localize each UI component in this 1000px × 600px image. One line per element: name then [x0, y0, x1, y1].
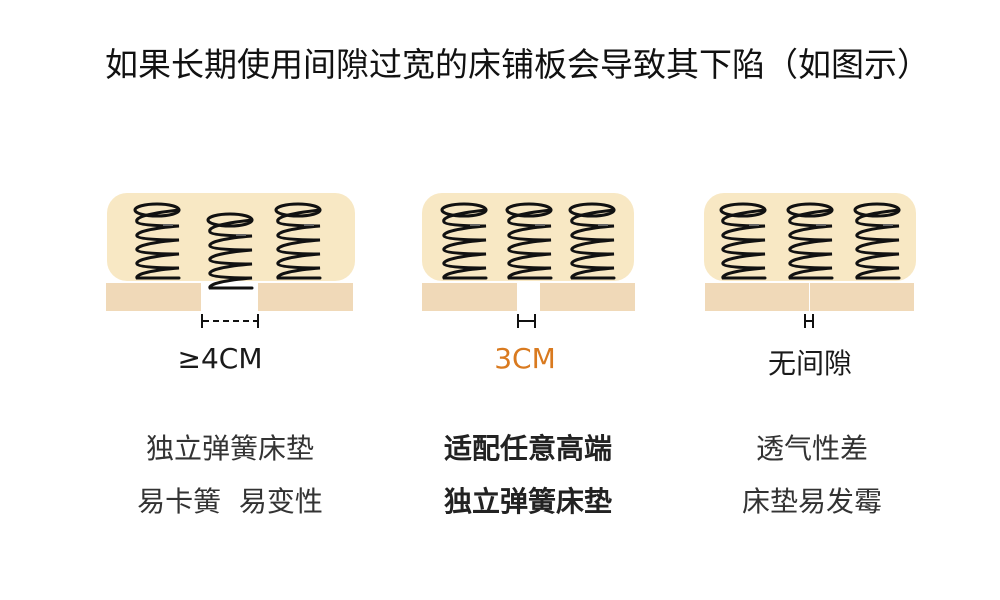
- panel-wide-gap: ≥4CM 独立弹簧床垫 易卡簧 易变性: [100, 190, 360, 530]
- desc-line-2: 易卡簧 易变性: [137, 485, 323, 518]
- panel-3cm-gap: 3CM 适配任意高端 独立弹簧床垫: [415, 190, 645, 530]
- spring-sagging-icon: [206, 212, 254, 290]
- spring-icon: [505, 202, 553, 280]
- desc-line-1: 透气性差: [755, 432, 868, 465]
- bed-slat-left: [705, 283, 809, 311]
- bed-slat-left: [422, 283, 517, 311]
- spring-icon: [719, 202, 767, 280]
- panel-description: 独立弹簧床垫 易卡簧 易变性: [100, 422, 360, 528]
- spring-icon: [440, 202, 488, 280]
- gap-label: 3CM: [494, 342, 556, 375]
- gap-label: ≥4CM: [177, 342, 263, 375]
- desc-line-2: 独立弹簧床垫: [443, 485, 612, 518]
- gap-dimension-icon: [517, 314, 536, 328]
- spring-icon: [274, 202, 322, 280]
- bed-slat-right: [258, 283, 353, 311]
- bed-slat-right: [540, 283, 635, 311]
- desc-line-1: 适配任意高端: [443, 432, 612, 465]
- gap-dimension-icon: [804, 314, 814, 328]
- panel-description: 透气性差 床垫易发霉: [682, 422, 942, 528]
- panel-description: 适配任意高端 独立弹簧床垫: [398, 422, 658, 528]
- spring-icon: [853, 202, 901, 280]
- bed-slat-left: [106, 283, 201, 311]
- desc-line-2: 床垫易发霉: [741, 485, 882, 518]
- spring-icon: [786, 202, 834, 280]
- spring-icon: [568, 202, 616, 280]
- spring-icon: [133, 202, 181, 280]
- panel-no-gap: 无间隙 透气性差 床垫易发霉: [695, 190, 925, 530]
- gap-dimension-icon: [201, 314, 259, 328]
- bed-slat-right: [810, 283, 914, 311]
- page-title: 如果长期使用间隙过宽的床铺板会导致其下陷（如图示）: [105, 45, 930, 84]
- gap-label: 无间隙: [767, 347, 852, 380]
- desc-line-1: 独立弹簧床垫: [145, 432, 314, 465]
